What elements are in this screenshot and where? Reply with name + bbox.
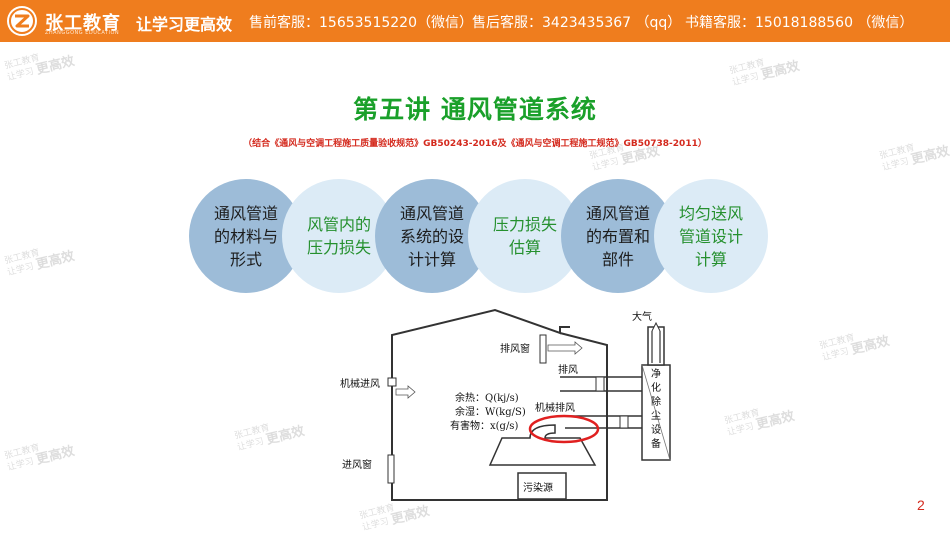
mechanical-exhaust-duct-label: 排风	[558, 363, 578, 376]
svg-text:设: 设	[651, 424, 661, 436]
watermark: 张工教育让学习更高效	[3, 248, 77, 279]
pollution-source-label: 污染源	[523, 481, 553, 494]
aftersale-contact: 售后客服：3423435367 （qq）	[472, 15, 682, 31]
topic-loss-estimate[interactable]: 压力损失估算	[468, 179, 582, 293]
brand-name: 张工教育	[45, 13, 121, 34]
presale-contact: 售前客服：15653515220（微信）	[249, 15, 473, 31]
waste-heat-label: 余热：Q(kj/s)	[455, 391, 519, 404]
harmful-label: 有害物：x(g/s)	[450, 419, 518, 432]
highlight-ellipse	[528, 414, 600, 444]
slide-subtitle: （结合《通风与空调工程施工质量验收规范》GB50243-2016及《通风与空调工…	[243, 139, 707, 149]
topic-label: 通风管道系统的设计计算	[399, 203, 464, 269]
mechanical-inlet-label: 机械进风	[340, 377, 380, 390]
watermark: 张工教育让学习更高效	[3, 53, 77, 84]
header-bar: 张工教育 ZHANGGONG EDUCATION 让学习更高效 售前客服：156…	[0, 0, 950, 42]
book-contact: 书籍客服：15018188560 （微信）	[685, 15, 914, 31]
svg-text:备: 备	[651, 437, 661, 450]
watermark: 张工教育让学习更高效	[818, 333, 892, 364]
logo-icon	[7, 6, 37, 36]
inlet-window-label: 进风窗	[342, 458, 372, 471]
mechanical-exhaust-label: 机械排风	[535, 401, 575, 414]
svg-text:净: 净	[651, 367, 661, 380]
watermark: 张工教育让学习更高效	[233, 423, 307, 454]
topic-label: 风管内的压力损失	[306, 215, 371, 257]
atmosphere-label: 大气	[632, 310, 652, 323]
topic-label: 通风管道的布置和部件	[585, 203, 650, 269]
slogan: 让学习更高效	[136, 15, 233, 34]
svg-text:除: 除	[651, 395, 661, 408]
ventilation-diagram: 排风窗 机械进风 进风窗 排风 机械排风 余热：Q(kj/s) 余湿：W(kg/…	[340, 308, 671, 501]
topic-uniform-supply[interactable]: 均匀送风管道设计计算	[654, 179, 768, 293]
topic-system-design[interactable]: 通风管道系统的设计计算	[375, 179, 489, 293]
watermark: 张工教育让学习更高效	[3, 443, 77, 474]
slide-title: 第五讲 通风管道系统	[353, 95, 597, 124]
exhaust-window-label: 排风窗	[500, 342, 530, 355]
exhaust-window-shape	[539, 334, 547, 364]
topic-label: 压力损失估算	[492, 215, 557, 257]
watermark: 张工教育让学习更高效	[728, 58, 802, 89]
topic-layout-components[interactable]: 通风管道的布置和部件	[561, 179, 675, 293]
topic-label: 均匀送风管道设计计算	[678, 203, 743, 269]
svg-text:化: 化	[651, 381, 661, 394]
svg-text:尘: 尘	[651, 410, 661, 422]
page-number: 2	[917, 497, 925, 513]
topic-label: 通风管道的材料与形式	[213, 203, 278, 269]
pollution-source-box	[517, 472, 567, 500]
brand-subtitle: ZHANGGONG EDUCATION	[45, 30, 120, 36]
watermark: 张工教育让学习更高效	[723, 408, 797, 439]
waste-humidity-label: 余湿：W(kg/S)	[455, 405, 526, 418]
